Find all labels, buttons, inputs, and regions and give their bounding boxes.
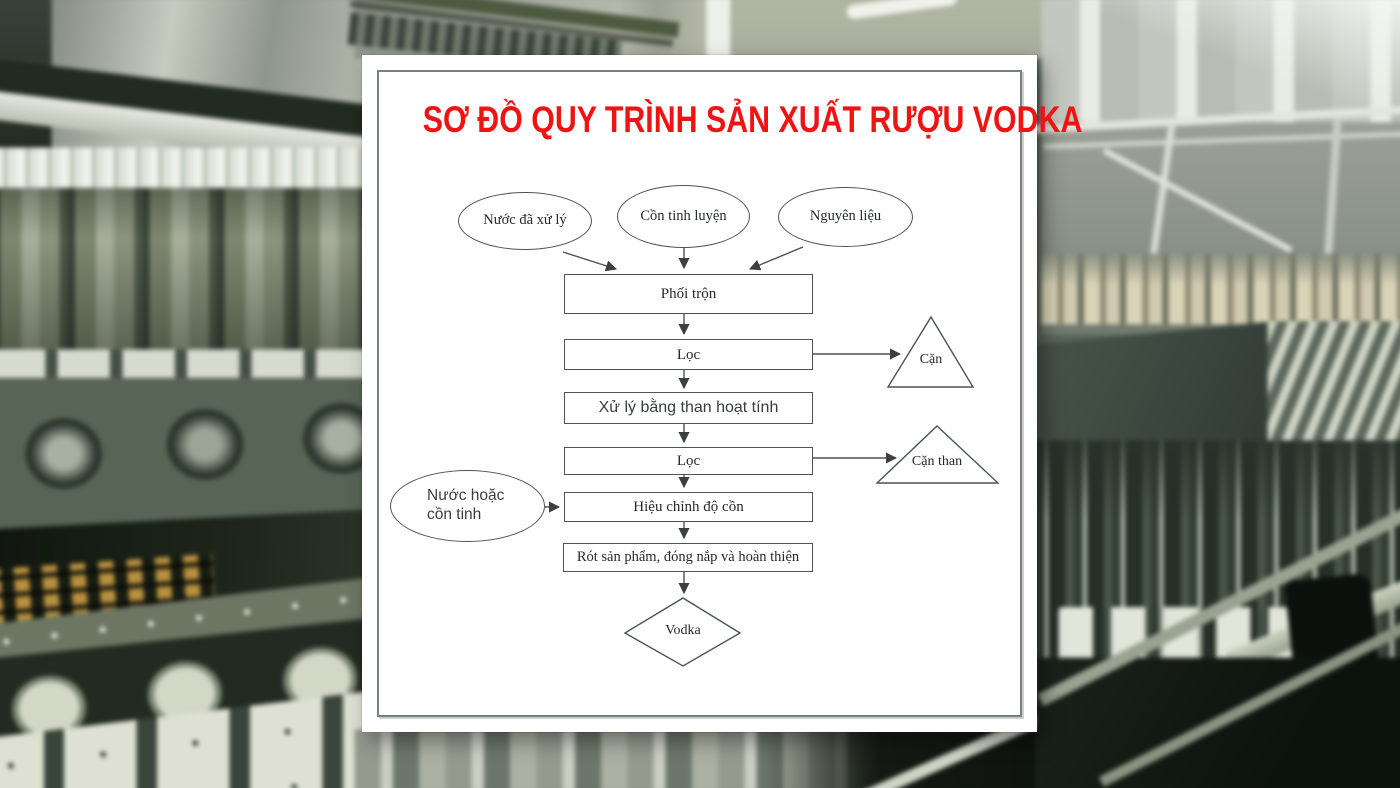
node-vodka-label: Vodka <box>665 623 701 638</box>
node-water-or-pure-alcohol-label: Nước hoặc cồn tinh <box>427 487 505 523</box>
node-raw-materials: Nguyên liệu <box>778 187 913 247</box>
bg-top-bright-strip <box>706 0 733 59</box>
bg-cream-spool-row <box>1041 253 1400 325</box>
panel-inner-border <box>377 70 1022 717</box>
node-filter-2: Lọc <box>564 447 813 475</box>
node-sediment-triangle <box>886 315 975 388</box>
node-filling-capping-finishing: Rót sản phẩm, đóng nắp và hoàn thiện <box>563 543 813 572</box>
node-vodka-diamond <box>623 597 742 667</box>
flowchart-panel: SƠ ĐỒ QUY TRÌNH SẢN XUẤT RƯỢU VODKA <box>362 55 1083 732</box>
edge-raw-materials-to-mixing <box>748 246 804 271</box>
node-refined-alcohol: Cồn tinh luyện <box>617 185 750 248</box>
node-carbon-sediment-triangle <box>875 425 1000 484</box>
bg-canister-row <box>0 187 369 358</box>
node-sediment-label: Cặn <box>919 352 943 367</box>
node-treated-water: Nước đã xử lý <box>458 192 592 250</box>
node-mixing: Phối trộn <box>564 274 813 314</box>
bg-white-slats <box>1267 321 1400 448</box>
diagram-title: SƠ ĐỒ QUY TRÌNH SẢN XUẤT RƯỢU VODKA <box>422 99 1083 140</box>
node-alcohol-adjustment: Hiệu chỉnh độ cồn <box>564 492 813 522</box>
bg-glass-jar-row <box>0 377 369 530</box>
node-filter-1: Lọc <box>564 339 813 370</box>
node-carbon-treatment: Xử lý bằng than hoạt tính <box>564 392 813 424</box>
node-carbon-sediment-label: Cặn than <box>911 454 963 469</box>
flow-connectors <box>545 246 1000 667</box>
node-water-or-pure-alcohol: Nước hoặc cồn tinh <box>390 470 545 542</box>
edge-treated-water-to-mixing <box>562 251 618 272</box>
